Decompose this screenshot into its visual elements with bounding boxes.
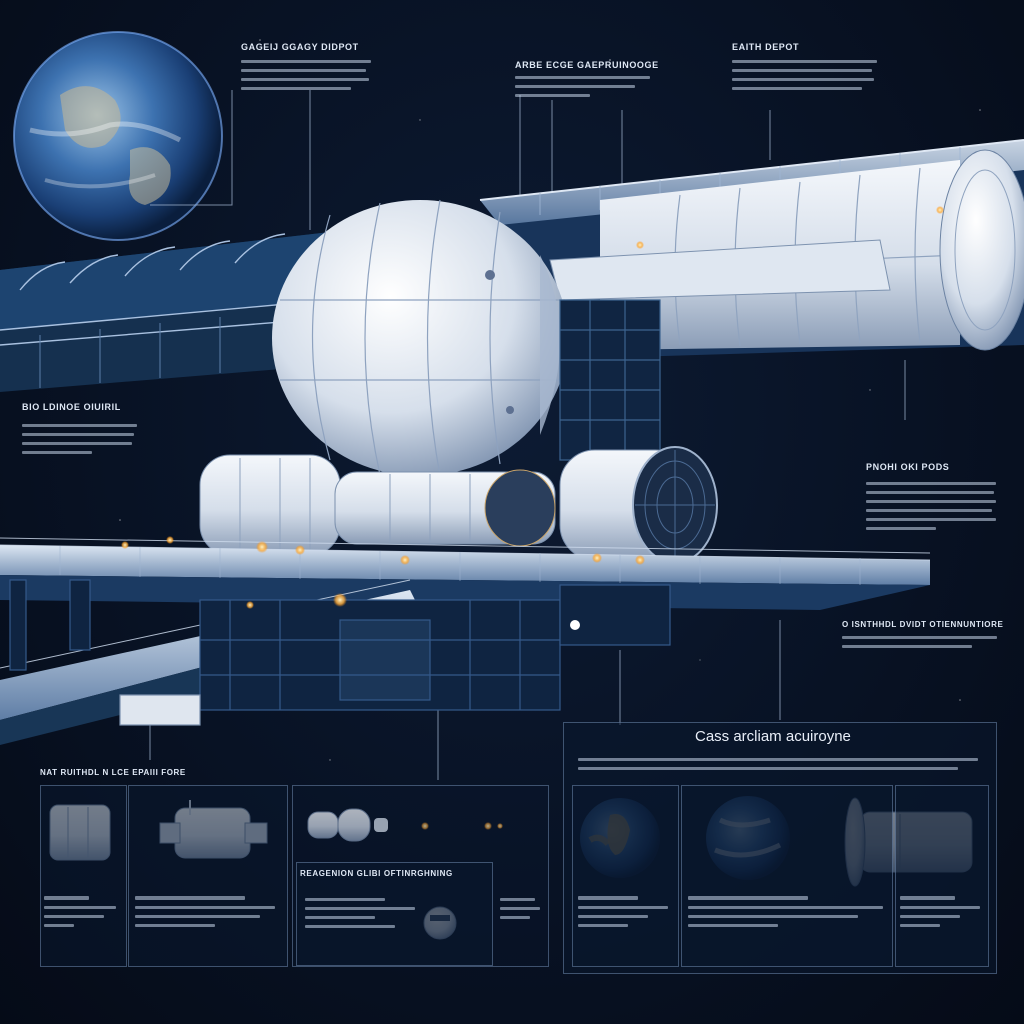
- text-block-bm-2: [500, 898, 540, 925]
- label-left-mid: BIO LDINOE OIUIRIL: [22, 402, 121, 412]
- text-block-r-3: [900, 896, 980, 933]
- text-block-bl-1: [44, 896, 116, 933]
- label-right-lower: O ISNTHHDL DVIDT OTIENNUNTIORE: [842, 620, 1004, 629]
- label-top-right: EAITH DEPOT: [732, 42, 800, 52]
- text-block-top-center: [515, 76, 650, 103]
- right-subpanel-1: [572, 785, 679, 967]
- walkway-deck: [0, 537, 931, 610]
- central-hub: [272, 199, 568, 477]
- label-top-left: GAGEIJ GGAGY DIDPOT: [241, 42, 359, 52]
- text-block-r-2: [688, 896, 883, 933]
- bottom-left-panel-2: [128, 785, 288, 967]
- right-subpanel-3: [895, 785, 989, 967]
- text-block-top-left: [241, 60, 371, 96]
- starfield: [119, 39, 981, 761]
- label-bottom-left-title: NAT RUITHDL N LCE EPAIII FORE: [40, 768, 186, 777]
- text-block-top-right: [732, 60, 877, 96]
- text-block-right-lower: [842, 636, 997, 654]
- text-block-bl-2: [135, 896, 275, 933]
- earth-globe-icon: [13, 31, 223, 241]
- scaffold: [559, 299, 661, 461]
- bottom-mid-subpanel: [296, 862, 493, 966]
- label-top-center: ARBE ECGE GAEPRUINOOGE: [515, 60, 659, 70]
- text-block-bm: [305, 898, 415, 934]
- right-module: [549, 149, 1024, 351]
- text-block-right-panel: [578, 758, 978, 776]
- text-block-r-1: [578, 896, 668, 933]
- lower-structure: [9, 579, 671, 726]
- bottom-left-panel: [40, 785, 127, 967]
- solar-light-icons: [121, 206, 944, 630]
- right-panel-title: Cass arcliam acuiroyne: [695, 728, 851, 745]
- label-right-mid: PNOHI OKI PODS: [866, 462, 950, 472]
- right-subpanel-2: [681, 785, 893, 967]
- lower-modules: [199, 446, 718, 564]
- text-block-left-mid: [22, 424, 137, 460]
- label-bottom-mid-title: REAGENION GLIBI OFTINRGHNING: [300, 869, 453, 878]
- text-block-right-mid: [866, 482, 996, 536]
